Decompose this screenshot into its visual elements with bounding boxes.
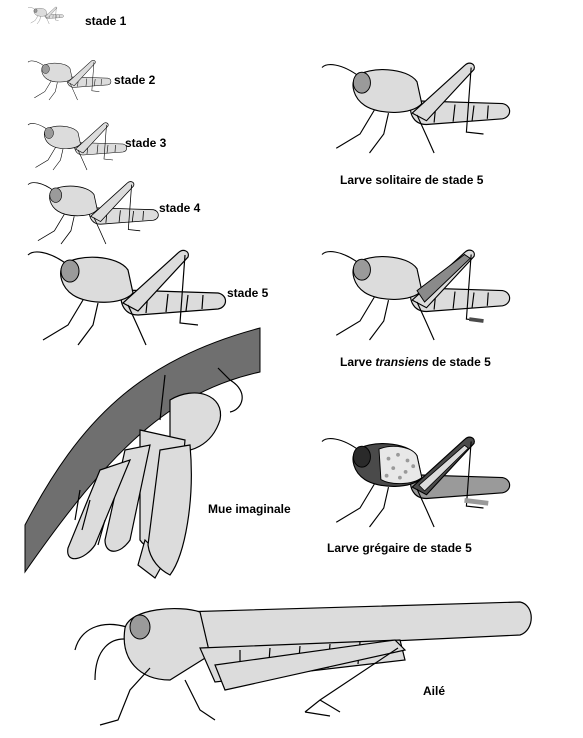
label-transiens-suffix: de stade 5 — [428, 355, 491, 369]
label-larve-transiens: Larve transiens de stade 5 — [340, 356, 491, 368]
label-transiens-prefix: Larve — [340, 355, 376, 369]
label-larve-gregaire: Larve grégaire de stade 5 — [327, 541, 472, 555]
moulting-adult — [67, 367, 243, 579]
label-stade-2: stade 2 — [114, 73, 156, 87]
label-stade-1: stade 1 — [85, 14, 127, 28]
label-mue-imaginale: Mue imaginale — [208, 502, 291, 516]
label-larve-solitaire: Larve solitaire de stade 5 — [340, 173, 484, 187]
label-aile: Ailé — [423, 684, 446, 698]
nymph-stade-2 — [27, 60, 112, 101]
branch — [24, 327, 261, 574]
label-stade-4: stade 4 — [159, 201, 201, 215]
nymph-stade-5 — [27, 249, 227, 346]
winged-adult — [74, 601, 532, 726]
label-stade-5: stade 5 — [227, 286, 269, 300]
label-transiens-italic: transiens — [375, 355, 429, 369]
nymph-stade-4 — [27, 181, 159, 245]
nymph-gregaire — [321, 436, 511, 528]
nymph-stade-3 — [27, 122, 128, 171]
nymph-stade-1 — [27, 6, 64, 25]
nymph-transiens — [321, 249, 511, 341]
nymph-solitaire — [321, 62, 511, 154]
label-stade-3: stade 3 — [125, 136, 167, 150]
